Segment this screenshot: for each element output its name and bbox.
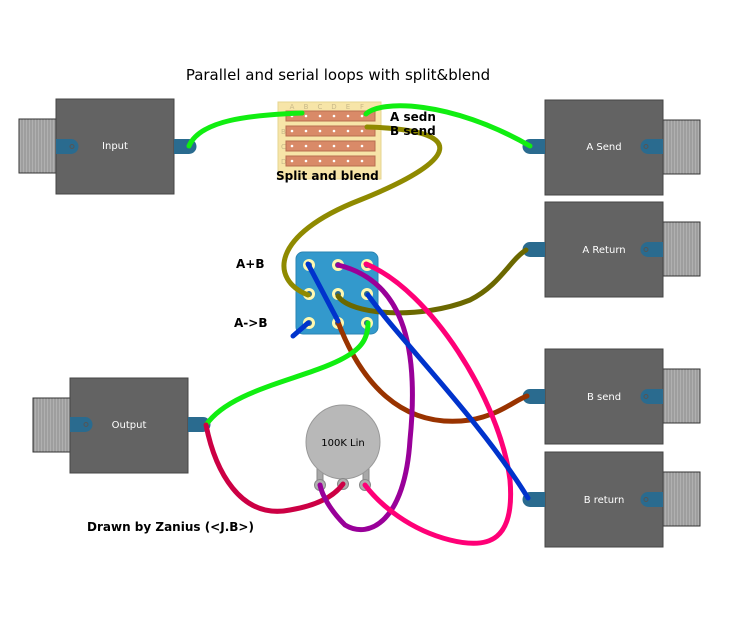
jack-sleeve	[18, 118, 57, 174]
column-letter: F	[360, 103, 364, 111]
jack-b-send: B send	[522, 348, 701, 445]
lug-hole	[643, 247, 649, 252]
row-letter: B	[281, 128, 286, 136]
stripboard-annotation-a: A sedn	[390, 110, 436, 124]
ground-lug	[640, 139, 663, 154]
strip-hole	[360, 129, 364, 133]
jack-sleeve	[32, 397, 71, 453]
column-letter: E	[346, 103, 350, 111]
jack-label: A Return	[582, 245, 625, 256]
row-letter: C	[281, 143, 286, 151]
wire-green-a-send	[363, 103, 533, 149]
pot-label: 100K Lin	[321, 438, 365, 449]
lug-hole	[643, 144, 649, 149]
ground-lug	[640, 492, 663, 507]
jack-label: B return	[584, 495, 625, 506]
strip-hole	[360, 114, 364, 118]
strip-hole	[346, 129, 350, 133]
copper-strip	[285, 125, 376, 137]
tip-lug	[522, 242, 545, 257]
strip-hole	[332, 159, 336, 163]
ground-lug	[56, 139, 79, 154]
ground-lug	[640, 389, 663, 404]
strip-hole	[332, 114, 336, 118]
lug-hole	[643, 394, 649, 399]
column-letter: B	[304, 103, 309, 111]
jack-sleeve	[662, 368, 701, 424]
wire-purple	[317, 262, 415, 532]
strip-hole	[346, 114, 350, 118]
stripboard-label: Split and blend	[276, 169, 379, 183]
strip-hole	[360, 159, 364, 163]
stripboard-annotation-b: B send	[390, 124, 436, 138]
wire-olive-a-return	[335, 247, 529, 316]
switch-label-a-to-b: A->B	[234, 316, 267, 330]
wire-blue-short	[290, 320, 311, 339]
jack-sleeve	[662, 471, 701, 527]
jack-label: Input	[102, 141, 128, 152]
strip-hole	[346, 159, 350, 163]
strip-hole	[290, 129, 294, 133]
tip-lug	[522, 389, 545, 404]
switch-label-a-plus-b: A+B	[236, 257, 265, 271]
strip-hole	[318, 144, 322, 148]
jack-label: B send	[587, 392, 621, 403]
potentiometer: 100K Lin	[305, 404, 381, 491]
wire-olive-b-send	[281, 124, 443, 298]
strip-hole	[318, 159, 322, 163]
strip-hole	[304, 114, 308, 118]
jack-sleeve	[662, 221, 701, 277]
diagram-title: Parallel and serial loops with split&ble…	[186, 66, 490, 84]
copper-strip	[285, 155, 376, 167]
jack-label: A Send	[586, 142, 621, 153]
wire-brown-b-send	[335, 319, 530, 424]
jack-sleeve	[662, 119, 701, 175]
jack-a-return: A Return	[522, 201, 701, 298]
copper-strips: BCD	[281, 110, 376, 167]
ground-lug	[70, 417, 93, 432]
wires	[186, 103, 533, 546]
strip-hole	[318, 114, 322, 118]
lug-hole	[83, 422, 89, 427]
lug-hole	[643, 497, 649, 502]
strip-hole	[304, 159, 308, 163]
column-letter: A	[290, 103, 295, 111]
wire-blue-b-return	[365, 292, 531, 501]
strip-hole	[332, 144, 336, 148]
jack-label: Output	[112, 420, 147, 431]
strip-hole	[304, 144, 308, 148]
copper-strip	[285, 140, 376, 152]
strip-hole	[304, 129, 308, 133]
strip-hole	[290, 144, 294, 148]
strip-hole	[332, 129, 336, 133]
wire-crimson-output	[203, 422, 346, 514]
wire-green-input	[186, 110, 305, 149]
row-letter: D	[281, 158, 286, 166]
wire-blue-jumper	[305, 261, 341, 324]
strip-hole	[360, 144, 364, 148]
jack-b-return: B return	[522, 451, 701, 548]
column-letter: C	[318, 103, 323, 111]
wire-green-output	[203, 320, 371, 428]
lug-hole	[69, 144, 75, 149]
strip-hole	[290, 159, 294, 163]
jack-input: Input	[18, 98, 197, 195]
jack-output: Output	[32, 377, 211, 474]
column-letter: D	[331, 103, 336, 111]
strip-hole	[346, 144, 350, 148]
ground-lug	[640, 242, 663, 257]
jack-a-send: A Send	[522, 99, 701, 196]
wire-pink	[362, 261, 514, 546]
strip-hole	[318, 129, 322, 133]
credit-text: Drawn by Zanius (<J.B>)	[87, 520, 254, 534]
